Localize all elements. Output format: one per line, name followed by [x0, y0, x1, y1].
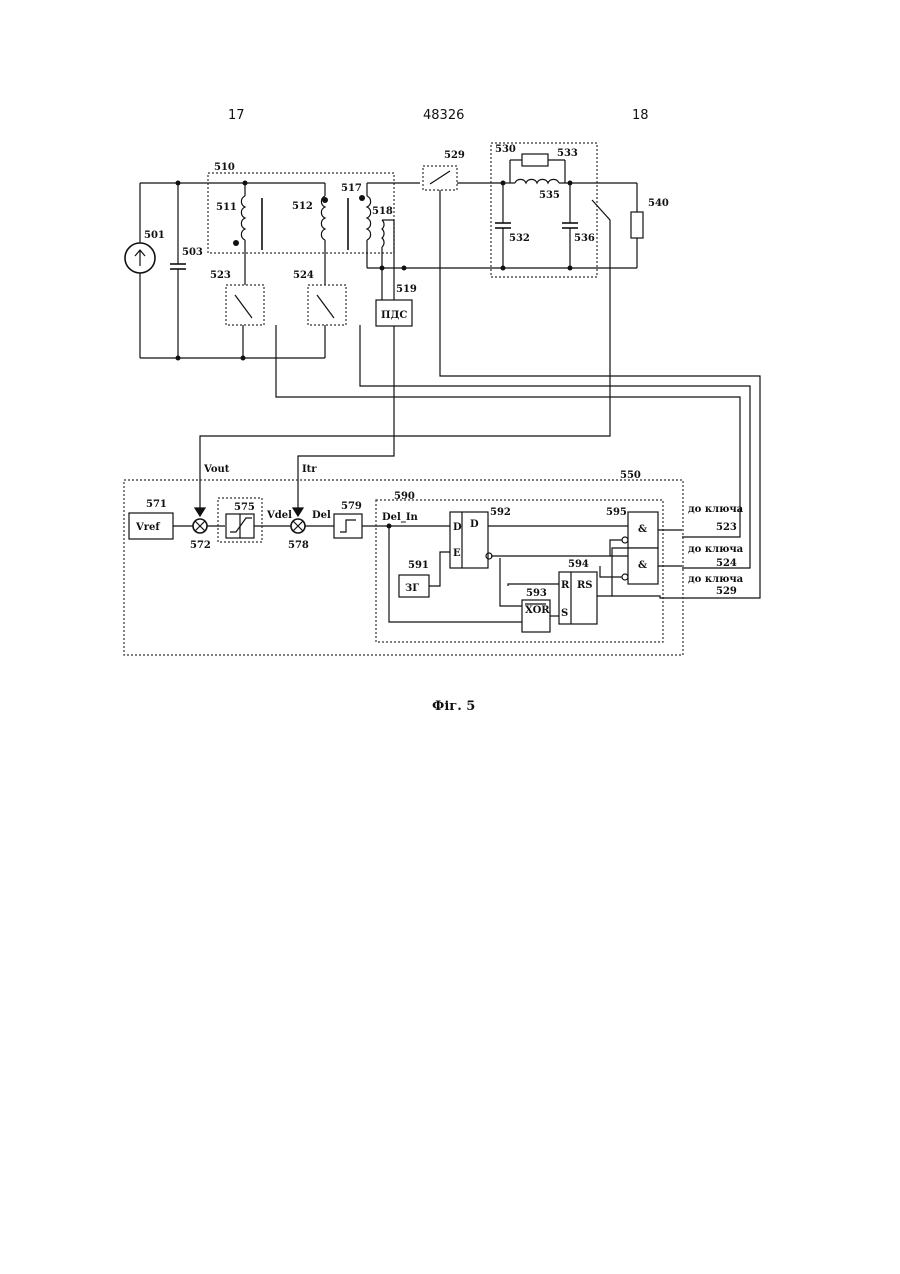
label-501: 501	[144, 230, 165, 241]
label-519: 519	[396, 284, 417, 295]
logic-box-590	[376, 500, 663, 642]
signal-vdel: Vdel	[266, 510, 292, 521]
winding-512	[321, 183, 348, 285]
label-518: 518	[372, 206, 393, 217]
label-530: 530	[495, 144, 516, 155]
summer-572	[193, 519, 207, 533]
xor-label: XOR	[525, 605, 550, 616]
label-594: 594	[568, 559, 589, 570]
switch-523	[226, 285, 264, 325]
label-595: 595	[606, 507, 627, 518]
output-num-523: 523	[716, 522, 737, 533]
capacitor-503	[170, 183, 186, 358]
label-540: 540	[648, 198, 669, 209]
winding-511	[233, 183, 262, 285]
output-num-524: 524	[716, 558, 737, 569]
ff-d-output: D	[470, 519, 479, 530]
load-540	[631, 183, 643, 268]
rs-label: RS	[577, 580, 593, 591]
label-571: 571	[146, 499, 167, 510]
label-575: 575	[234, 502, 255, 513]
pds-label: ПДС	[381, 310, 407, 321]
vref-label: Vref	[135, 522, 160, 533]
label-593: 593	[526, 588, 547, 599]
signal-del-in: Del_In	[382, 512, 419, 523]
rs-s-input: S	[561, 608, 568, 619]
label-517: 517	[341, 183, 362, 194]
label-529: 529	[444, 150, 465, 161]
label-536: 536	[574, 233, 595, 244]
figure-caption: Фіг. 5	[432, 699, 475, 714]
label-511: 511	[216, 202, 237, 213]
label-523: 523	[210, 270, 231, 281]
label-550: 550	[620, 470, 641, 481]
patent-number: 48326	[423, 108, 464, 123]
label-532: 532	[509, 233, 530, 244]
label-503: 503	[182, 247, 203, 258]
rs-r-input: R	[561, 580, 570, 591]
signal-vout: Vout	[203, 464, 230, 475]
wire-itr-sense	[298, 326, 394, 513]
label-578: 578	[288, 540, 309, 551]
output-text-529: до ключа	[688, 574, 744, 585]
ff-e-input: E	[453, 548, 461, 559]
label-512: 512	[292, 201, 313, 212]
controller-box-550	[124, 480, 683, 655]
page-number-left: 17	[228, 108, 245, 123]
flipflop-592	[450, 512, 488, 568]
label-510: 510	[214, 162, 235, 173]
summer-578	[291, 519, 305, 533]
output-num-529: 529	[716, 586, 737, 597]
capacitor-532	[495, 183, 511, 268]
label-592: 592	[490, 507, 511, 518]
label-572: 572	[190, 540, 211, 551]
winding-517	[359, 183, 371, 268]
label-535: 535	[539, 190, 560, 201]
signal-del: Del	[312, 510, 331, 521]
switch-524	[308, 285, 346, 325]
label-533: 533	[557, 148, 578, 159]
comparator-579	[334, 514, 362, 538]
source-501	[125, 183, 155, 358]
label-591: 591	[408, 560, 429, 571]
wire-524-control	[360, 325, 750, 568]
label-579: 579	[341, 501, 362, 512]
page-number-right: 18	[632, 108, 649, 123]
label-524: 524	[293, 270, 314, 281]
output-text-524: до ключа	[688, 544, 744, 555]
ff-d-input: D	[453, 522, 462, 533]
and-label-b: &	[638, 560, 647, 571]
winding-518	[382, 220, 394, 300]
signal-itr: Itr	[302, 464, 317, 475]
output-text-523: до ключа	[688, 504, 744, 515]
capacitor-536	[562, 183, 578, 268]
and-label-a: &	[638, 524, 647, 535]
label-590: 590	[394, 491, 415, 502]
generator-label: ЗГ	[405, 583, 419, 594]
